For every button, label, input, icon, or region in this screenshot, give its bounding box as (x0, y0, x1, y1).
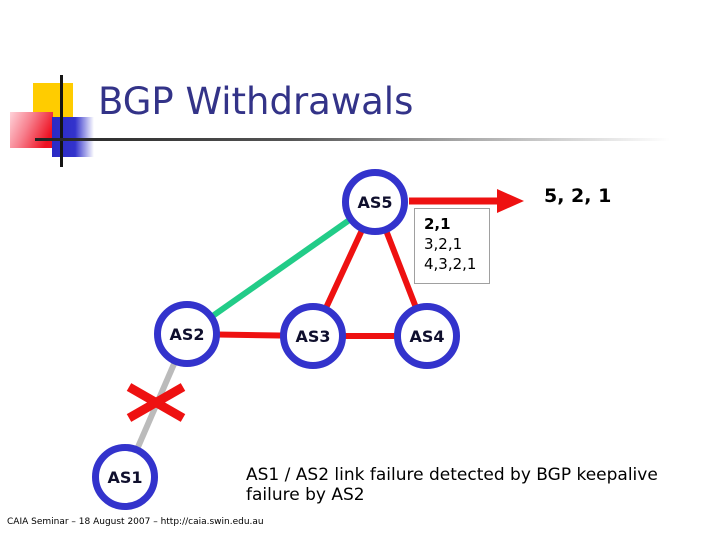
failure-annotation-line2: failure by AS2 (246, 485, 365, 505)
failure-annotation: AS1 / AS2 link failure detected by BGP k… (246, 465, 666, 505)
node-as2-label: AS2 (169, 324, 205, 344)
node-as3: AS3 (280, 303, 346, 369)
node-as5-label: AS5 (357, 192, 393, 212)
routing-table-line: 4,3,2,1 (424, 255, 477, 273)
node-as4: AS4 (394, 303, 460, 369)
routing-table-line: 3,2,1 (424, 235, 463, 253)
withdrawal-announcement-label: 5, 2, 1 (544, 185, 612, 207)
withdrawal-arrow-icon (409, 189, 524, 213)
deco-blue-square (52, 117, 94, 157)
deco-red-square (10, 112, 53, 148)
slide-footer: CAIA Seminar – 18 August 2007 – http://c… (7, 517, 264, 527)
node-as3-label: AS3 (295, 326, 331, 346)
routing-table-box: 2,1 3,2,1 4,3,2,1 (414, 208, 490, 284)
title-underline-rule (35, 138, 670, 141)
deco-vertical-line (60, 75, 63, 167)
failure-annotation-line1: AS1 / AS2 link failure detected by BGP k… (246, 465, 658, 485)
node-as5: AS5 (342, 169, 408, 235)
routing-table-line: 2,1 (424, 215, 451, 233)
page-title: BGP Withdrawals (98, 80, 414, 123)
failure-x-icon (126, 383, 186, 422)
node-as1: AS1 (92, 444, 158, 510)
link-as2-as5 (185, 199, 377, 337)
node-as1-label: AS1 (107, 467, 143, 487)
node-as4-label: AS4 (409, 326, 445, 346)
node-as2: AS2 (154, 301, 220, 367)
